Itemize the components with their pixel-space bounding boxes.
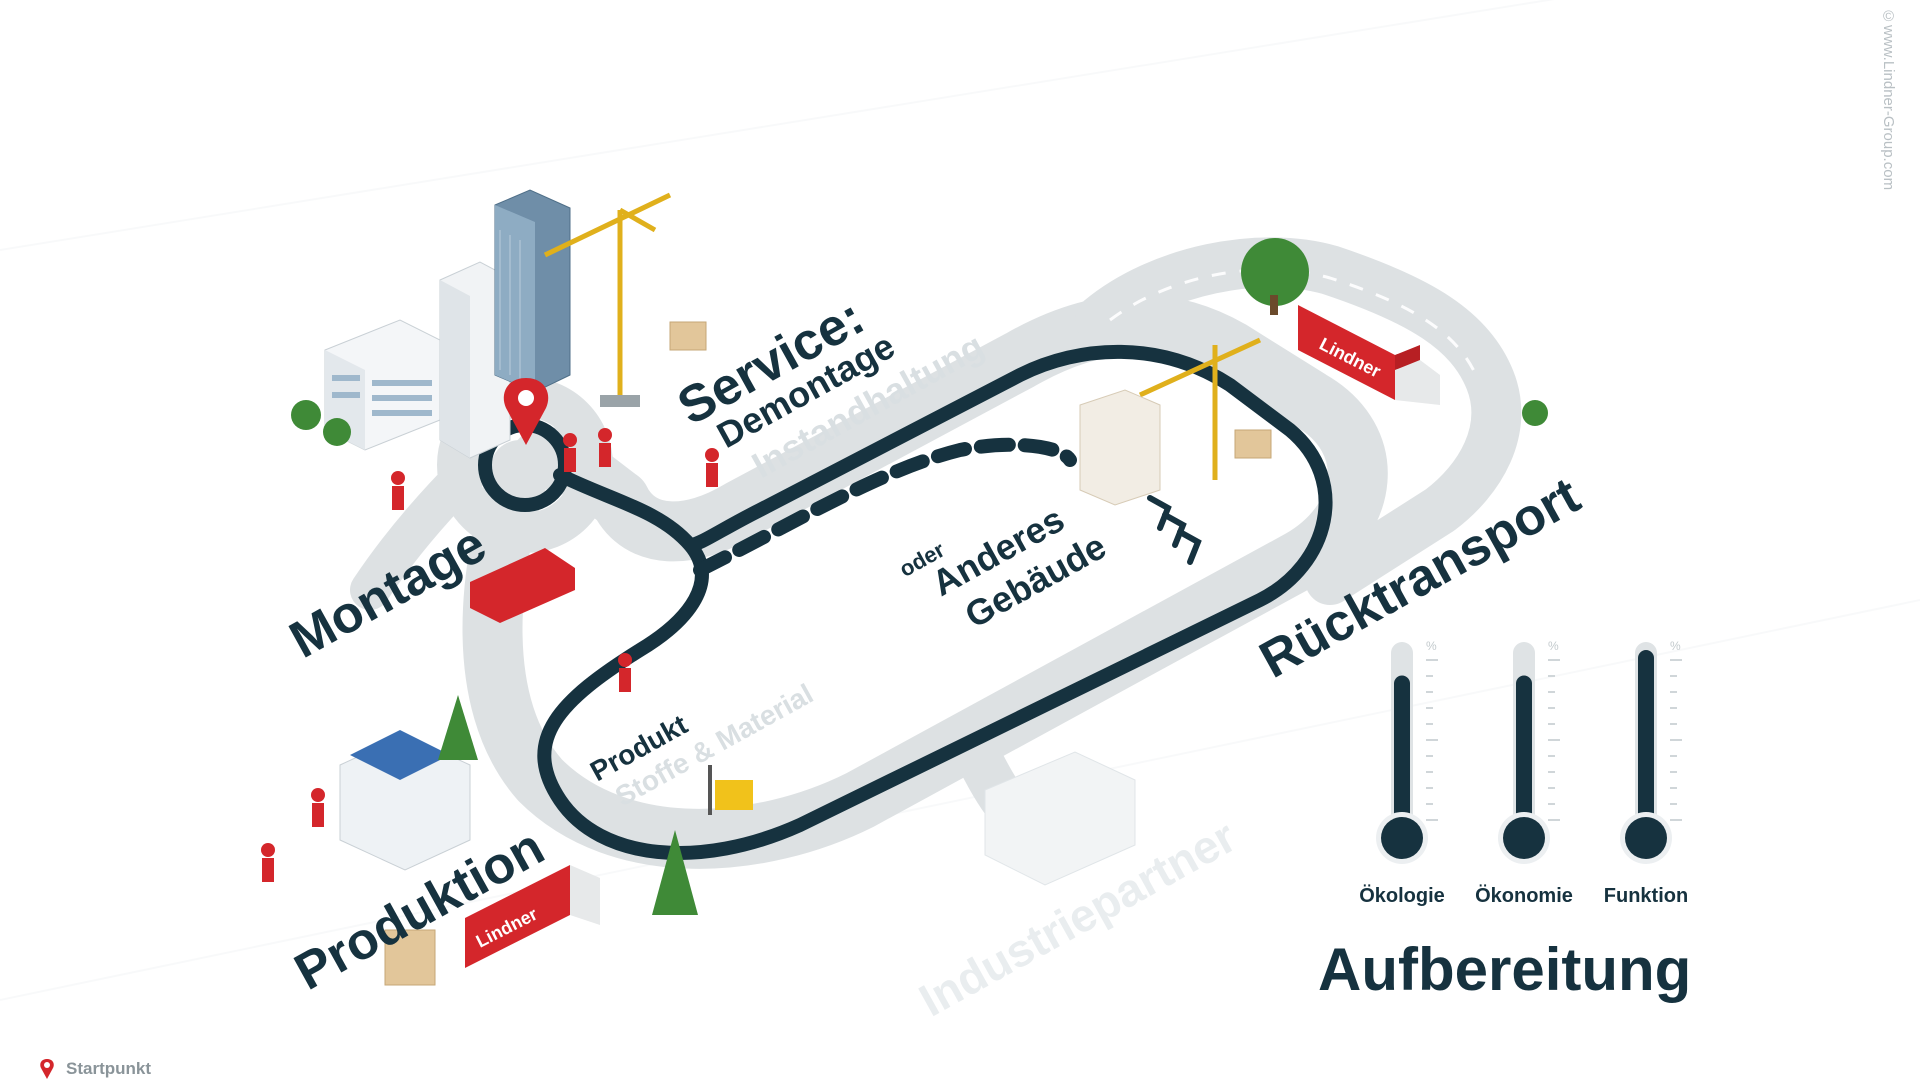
truck-top: Lindner (1298, 305, 1440, 405)
thermometer-0: % (1376, 639, 1438, 864)
thermometer-fill (1394, 675, 1410, 832)
forklift (708, 765, 753, 815)
start-pin-icon (40, 1059, 54, 1079)
thermometer-label-oekologie: Ökologie (1359, 885, 1445, 907)
title-aufbereitung: Aufbereitung (1318, 936, 1692, 1003)
legend-label: Startpunkt (66, 1059, 151, 1078)
workers (261, 428, 719, 882)
thermometer-unit: % (1548, 639, 1559, 653)
thermometers: %%% (1376, 639, 1682, 864)
thermometer-bulb (1625, 817, 1667, 859)
thermometer-1: % (1498, 639, 1560, 864)
start-pin-icon (503, 378, 549, 445)
thermometer-2: % (1620, 639, 1682, 864)
production-building (339, 730, 471, 871)
thermometer-unit: % (1426, 639, 1437, 653)
thermometer-fill (1516, 675, 1532, 832)
truck-bottom: Lindner (465, 865, 600, 968)
van (470, 548, 575, 623)
legend: Startpunkt (38, 1058, 151, 1080)
crane-top (543, 192, 672, 400)
thermometer-unit: % (1670, 639, 1681, 653)
thermometer-label-funktion: Funktion (1603, 885, 1689, 907)
thermometer-bulb (1381, 817, 1423, 859)
copyright-text: ©www.Lindner-Group.com (1880, 8, 1897, 191)
thermometer-label-oekonomie: Ökonomie (1475, 885, 1573, 907)
thermometer-bulb (1503, 817, 1545, 859)
trees (291, 238, 1548, 915)
city-buildings (324, 189, 571, 459)
pallets (384, 321, 1272, 986)
crane-middle (1138, 337, 1262, 480)
direction-chevrons-icon (1147, 495, 1202, 565)
thermometer-fill (1638, 650, 1654, 832)
